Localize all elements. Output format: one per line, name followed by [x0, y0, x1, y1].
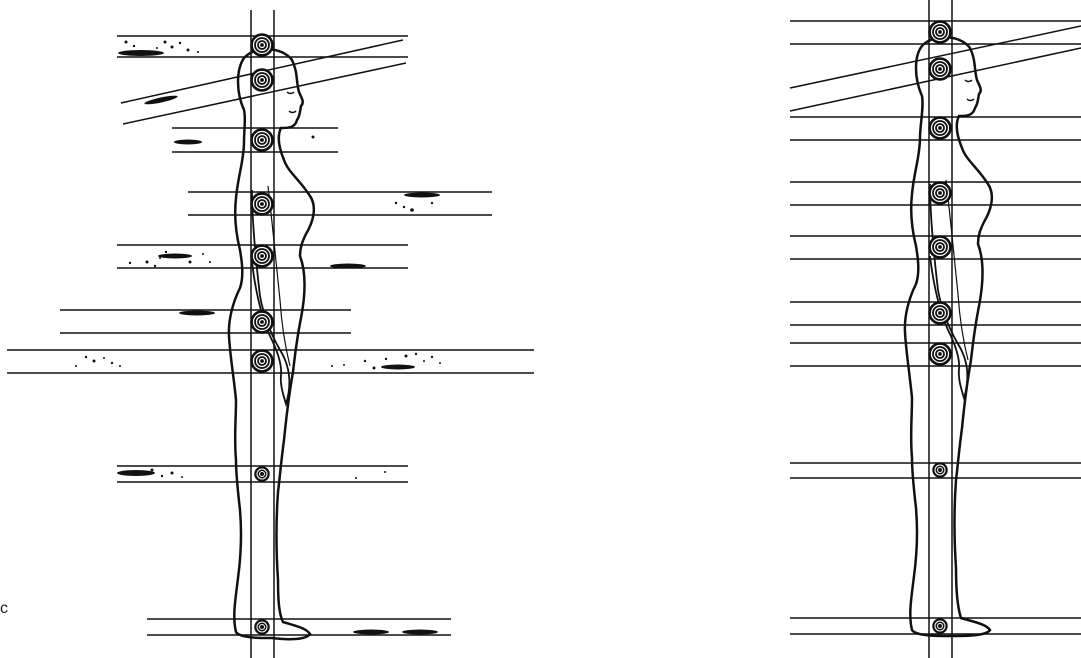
center-marker — [929, 21, 951, 43]
center-marker — [933, 619, 947, 633]
center-marker — [933, 463, 947, 477]
center-marker — [251, 34, 273, 56]
right-panel — [790, 0, 1081, 658]
center-marker — [251, 69, 273, 91]
center-marker — [255, 467, 269, 481]
left-panel — [7, 10, 534, 658]
center-marker — [251, 193, 273, 215]
center-marker — [251, 350, 273, 372]
center-marker — [929, 343, 951, 365]
center-marker — [251, 129, 273, 151]
edge-label: c — [0, 600, 8, 618]
center-marker — [929, 58, 951, 80]
center-marker — [929, 236, 951, 258]
center-marker — [251, 311, 273, 333]
center-marker — [255, 620, 269, 634]
band-chest — [188, 192, 492, 215]
center-marker — [251, 245, 273, 267]
center-marker — [929, 117, 951, 139]
center-markers — [929, 21, 951, 633]
center-marker — [929, 182, 951, 204]
center-marker — [929, 302, 951, 324]
